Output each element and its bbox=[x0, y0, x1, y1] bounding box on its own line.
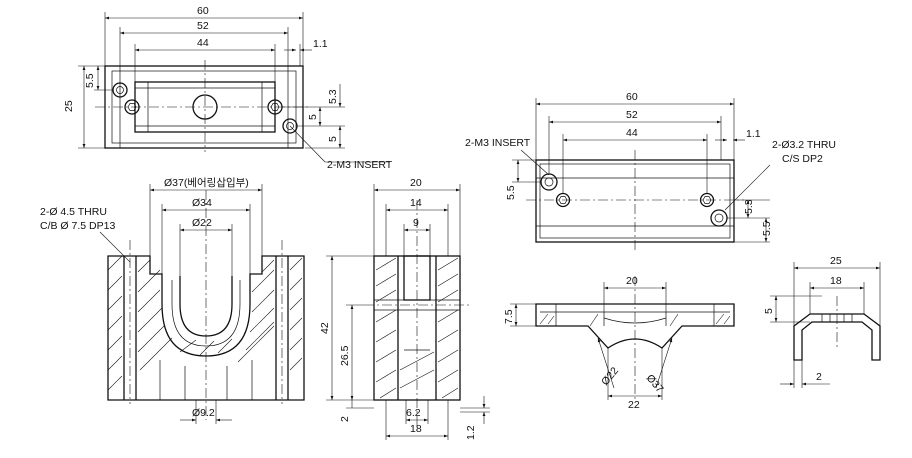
side-section: 20 14 9 42 26.5 2 6.2 18 1.2 bbox=[319, 177, 490, 440]
note-m3-insert: 2-M3 INSERT bbox=[327, 159, 393, 171]
right-insert-hole-left bbox=[540, 173, 558, 191]
note-right-m3-insert: 2-M3 INSERT bbox=[465, 137, 531, 149]
dim-rfront-bore-37: Ø37 bbox=[644, 372, 666, 395]
dim-right-52: 52 bbox=[626, 109, 638, 121]
dim-bore-22: Ø22 bbox=[192, 217, 212, 229]
hex-insert-left bbox=[124, 99, 140, 115]
dim-top-5-a: 5 bbox=[307, 114, 319, 120]
dim-side-6-2: 6.2 bbox=[406, 407, 421, 419]
dim-hole-9-2: Ø9.2 bbox=[192, 407, 215, 419]
front-section-outline bbox=[107, 255, 305, 401]
right-front-view: 20 7.5 Ø22 Ø37 22 bbox=[503, 275, 735, 411]
dim-side-14: 14 bbox=[410, 197, 422, 209]
dim-top-5-5: 5.5 bbox=[84, 73, 96, 88]
dim-rfront-bore-22: Ø22 bbox=[599, 365, 621, 388]
top-view: 60 52 44 1.1 25 5.5 5.3 5 5 2-M3 INSERT bbox=[63, 5, 393, 171]
right-thru-hole bbox=[710, 209, 728, 227]
front-section: Ø37(베어링삽입부) Ø34 Ø22 Ø9.2 2-Ø 4.5 THRU C/… bbox=[40, 176, 305, 424]
front-hatching bbox=[107, 255, 303, 391]
side-hatching bbox=[375, 257, 459, 399]
right-hex-left bbox=[555, 192, 571, 208]
dim-top-1-1: 1.1 bbox=[313, 38, 328, 50]
right-top-view: 60 52 44 1.1 5.5 5.3 5.5 2-M3 INSERT 2-Ø… bbox=[465, 91, 836, 250]
dim-top-5-b: 5 bbox=[327, 136, 339, 142]
dim-bearing-37: Ø37(베어링삽입부) bbox=[164, 176, 249, 189]
dim-side-2: 2 bbox=[339, 416, 351, 422]
right-front-outline bbox=[535, 303, 735, 349]
dim-rfront-7-5: 7.5 bbox=[503, 309, 515, 324]
dim-bore-34: Ø34 bbox=[192, 197, 212, 209]
dim-rfront-20: 20 bbox=[626, 275, 638, 287]
dim-side-9: 9 bbox=[413, 217, 419, 229]
dim-right-1-1: 1.1 bbox=[746, 128, 761, 140]
dim-rside-25: 25 bbox=[830, 255, 842, 267]
dim-top-44: 44 bbox=[197, 37, 209, 49]
right-front-hatching bbox=[539, 313, 731, 327]
dim-side-20: 20 bbox=[410, 177, 422, 189]
dim-right-60: 60 bbox=[626, 91, 638, 103]
note-right-countersink: C/S DP2 bbox=[782, 153, 823, 165]
dim-right-5-5-right: 5.5 bbox=[761, 221, 773, 236]
note-thru-hole: 2-Ø 4.5 THRU bbox=[40, 206, 107, 218]
dim-rfront-22: 22 bbox=[628, 399, 640, 411]
dim-top-60: 60 bbox=[197, 5, 209, 17]
note-counterbore: C/B Ø 7.5 DP13 bbox=[40, 220, 115, 232]
dim-top-25: 25 bbox=[63, 100, 75, 112]
right-hex-right bbox=[699, 192, 715, 208]
dim-side-26-5: 26.5 bbox=[339, 345, 351, 366]
dim-right-5-3: 5.3 bbox=[743, 199, 755, 214]
dim-side-1-2: 1.2 bbox=[465, 425, 477, 440]
dim-side-42: 42 bbox=[319, 322, 331, 334]
note-right-thru: 2-Ø3.2 THRU bbox=[772, 139, 836, 151]
dim-top-52: 52 bbox=[197, 20, 209, 32]
right-side-view: 25 18 5 2 bbox=[763, 255, 881, 388]
dim-rside-5: 5 bbox=[763, 308, 775, 314]
dim-rside-2: 2 bbox=[816, 371, 822, 383]
dim-right-5-5-left: 5.5 bbox=[505, 185, 517, 200]
dim-side-18: 18 bbox=[410, 423, 422, 435]
dim-rside-18: 18 bbox=[830, 275, 842, 287]
dim-right-44: 44 bbox=[626, 127, 638, 139]
dim-top-5-3: 5.3 bbox=[327, 89, 339, 104]
